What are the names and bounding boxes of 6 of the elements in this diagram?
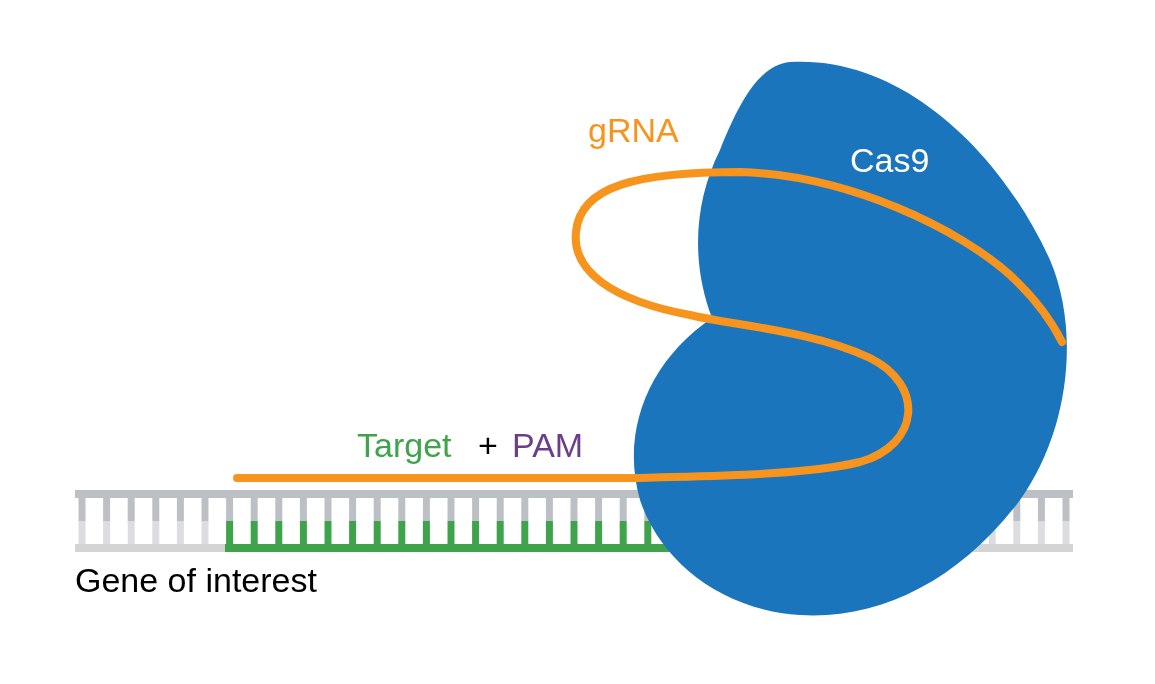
pam-label: PAM (512, 425, 584, 465)
protein-name: Cas9 (850, 140, 930, 180)
plus-sign: + (478, 425, 498, 465)
strand-label: gRNA (588, 110, 679, 150)
target-label: Target (357, 425, 452, 465)
gene-label: Gene of interest (75, 560, 317, 600)
